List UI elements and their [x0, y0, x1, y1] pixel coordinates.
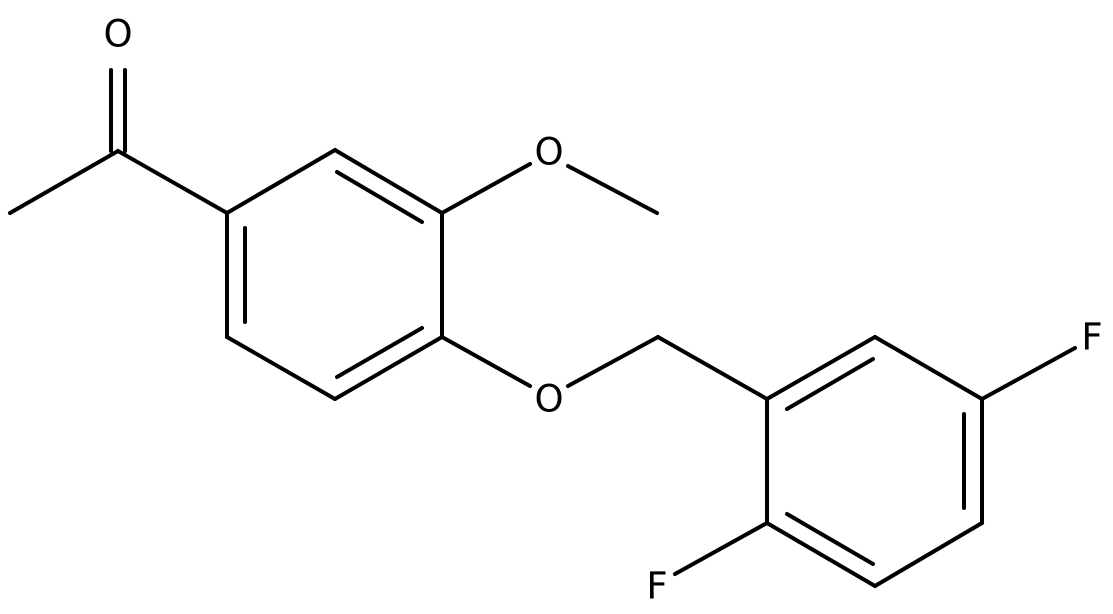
bond-ring2-a-inner — [785, 357, 875, 411]
fluorine-top-label: F — [1081, 316, 1102, 359]
bond-ring-methoxy-oxygen — [440, 162, 532, 215]
bond-ring1-b — [333, 148, 444, 215]
bond-ring1-d-inner — [335, 326, 424, 379]
bond-methyl-carbonyl — [8, 149, 120, 215]
bond-ring1-d — [333, 335, 444, 401]
carbonyl-oxygen-label: O — [103, 13, 132, 56]
bonds — [8, 68, 1077, 588]
bond-ring-ether-oxygen — [440, 335, 532, 388]
bond-ring2-fluorine-top — [980, 346, 1077, 401]
bond-ring2-b — [873, 335, 984, 401]
bond-ch2-ring2 — [656, 335, 769, 401]
bond-ring2-d — [873, 521, 984, 588]
bond-ring1-b-inner — [335, 170, 424, 224]
bond-carbonyl-ring — [116, 149, 229, 215]
bond-ring1-a — [225, 148, 337, 215]
bond-ring2-e — [765, 521, 877, 588]
bond-ring2-e-inner — [785, 512, 875, 566]
bond-ring2-a — [765, 335, 877, 401]
atom-labels: O O O F F — [103, 13, 1102, 608]
bond-ether-oxygen-ch2 — [566, 335, 660, 388]
methoxy-oxygen-label: O — [534, 131, 563, 174]
bond-ring2-fluorine-bottom — [673, 521, 769, 576]
bond-ring1-e — [225, 335, 337, 401]
fluorine-bottom-label: F — [646, 565, 667, 608]
bond-methoxy-oxygen-methyl — [566, 164, 659, 215]
ether-oxygen-label: O — [534, 378, 563, 421]
